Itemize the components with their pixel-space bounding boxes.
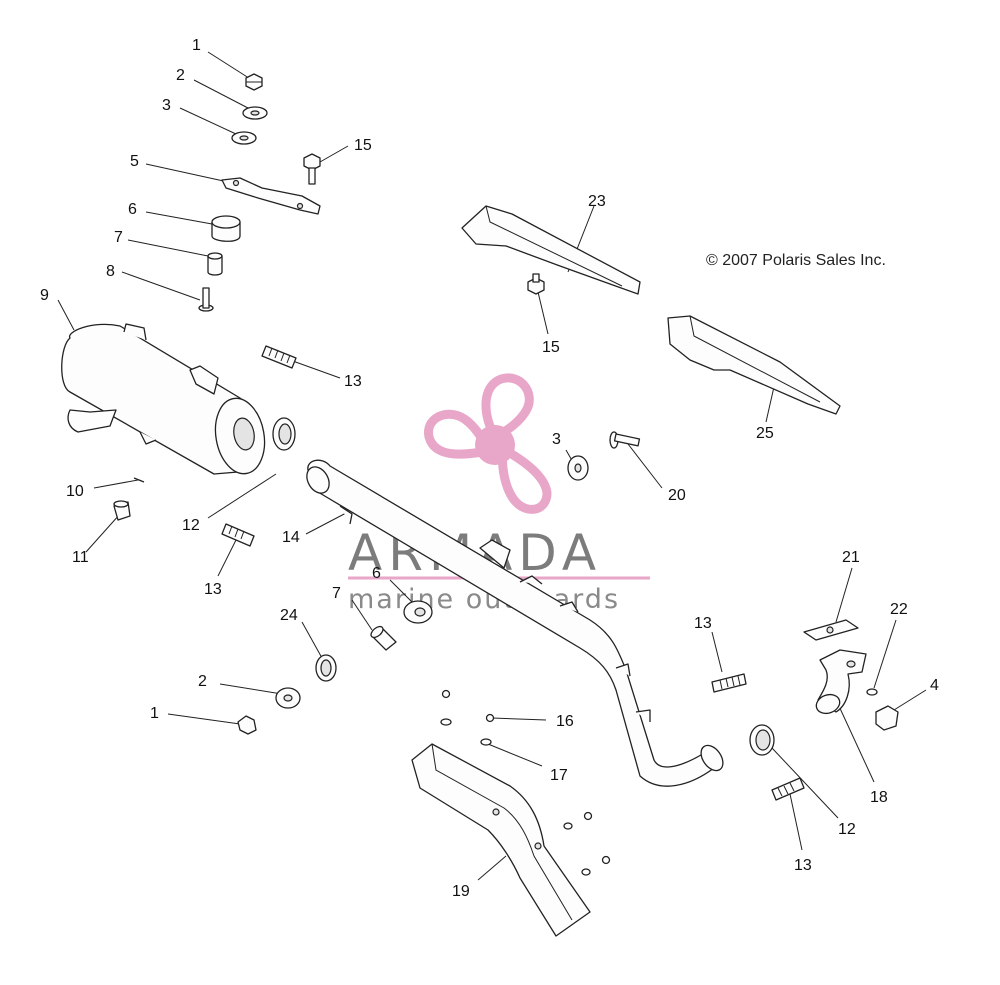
fastener-part <box>440 689 611 876</box>
callout-11: 11 <box>72 549 89 566</box>
fitting-part <box>113 500 131 521</box>
pin-part <box>133 477 145 483</box>
lower-heat-shield-part <box>411 743 591 937</box>
callout-7: 7 <box>114 229 123 246</box>
callout-labels: 1 2 3 15 5 6 7 8 9 13 10 11 12 14 13 23 … <box>40 37 939 900</box>
flange-gasket-part <box>803 619 859 641</box>
callout-1: 1 <box>150 705 159 722</box>
o-ring-part <box>866 688 878 696</box>
callout-8: 8 <box>106 263 115 280</box>
gasket-ring-part <box>749 724 775 756</box>
callout-2: 2 <box>198 673 207 690</box>
callout-13: 13 <box>204 581 222 598</box>
bolt-part <box>198 287 214 312</box>
callout-20: 20 <box>668 487 686 504</box>
callout-14: 14 <box>282 529 300 546</box>
callout-3: 3 <box>162 97 171 114</box>
callout-2: 2 <box>176 67 185 84</box>
callout-4: 4 <box>930 677 939 694</box>
heat-shield-part <box>461 205 641 295</box>
heat-shield-part <box>667 315 841 415</box>
callout-13: 13 <box>344 373 362 390</box>
bushing-part <box>370 625 397 651</box>
head-pipe-part <box>306 459 724 787</box>
callout-18: 18 <box>870 789 888 806</box>
bushing-part <box>207 252 223 276</box>
callout-6: 6 <box>372 565 381 582</box>
callout-15: 15 <box>354 137 372 154</box>
callout-19: 19 <box>452 883 470 900</box>
nut-part <box>245 73 263 91</box>
leader-lines <box>57 51 927 881</box>
propeller-logo-icon <box>424 373 552 514</box>
washer-part <box>242 106 268 120</box>
parts <box>61 73 899 937</box>
bolt-part <box>303 153 321 185</box>
bolt-part <box>527 273 545 295</box>
callout-23: 23 <box>588 193 606 210</box>
callout-16: 16 <box>556 713 574 730</box>
callout-9: 9 <box>40 287 49 304</box>
callout-5: 5 <box>130 153 139 170</box>
callout-6: 6 <box>128 201 137 218</box>
washer-part <box>231 131 257 145</box>
bolt-part <box>609 431 641 449</box>
callout-12: 12 <box>838 821 856 838</box>
callout-7: 7 <box>332 585 341 602</box>
nut-part <box>875 705 899 731</box>
copyright-notice: © 2007 Polaris Sales Inc. <box>706 252 886 269</box>
callout-21: 21 <box>842 549 860 566</box>
spring-part <box>221 523 255 547</box>
muffler-bracket-part <box>221 177 321 215</box>
callout-1: 1 <box>192 37 201 54</box>
washer-part <box>567 455 589 481</box>
callout-22: 22 <box>890 601 908 618</box>
exhaust-flange-part <box>815 649 867 715</box>
callout-25: 25 <box>756 425 774 442</box>
muffler-part <box>61 323 266 475</box>
spring-part <box>711 673 747 693</box>
washer-part <box>275 687 301 709</box>
callout-12: 12 <box>182 517 200 534</box>
callout-13: 13 <box>694 615 712 632</box>
rubber-grommet-part <box>403 600 433 624</box>
callout-17: 17 <box>550 767 568 784</box>
gasket-ring-part <box>272 417 296 451</box>
spring-part <box>771 777 805 801</box>
nut-part <box>237 715 257 735</box>
rubber-grommet-part <box>211 215 241 242</box>
callout-10: 10 <box>66 483 84 500</box>
callout-13: 13 <box>794 857 812 874</box>
spring-part <box>261 345 297 369</box>
callout-3: 3 <box>552 431 561 448</box>
callout-15: 15 <box>542 339 560 356</box>
gasket-ring-part <box>315 654 337 682</box>
callout-24: 24 <box>280 607 298 624</box>
